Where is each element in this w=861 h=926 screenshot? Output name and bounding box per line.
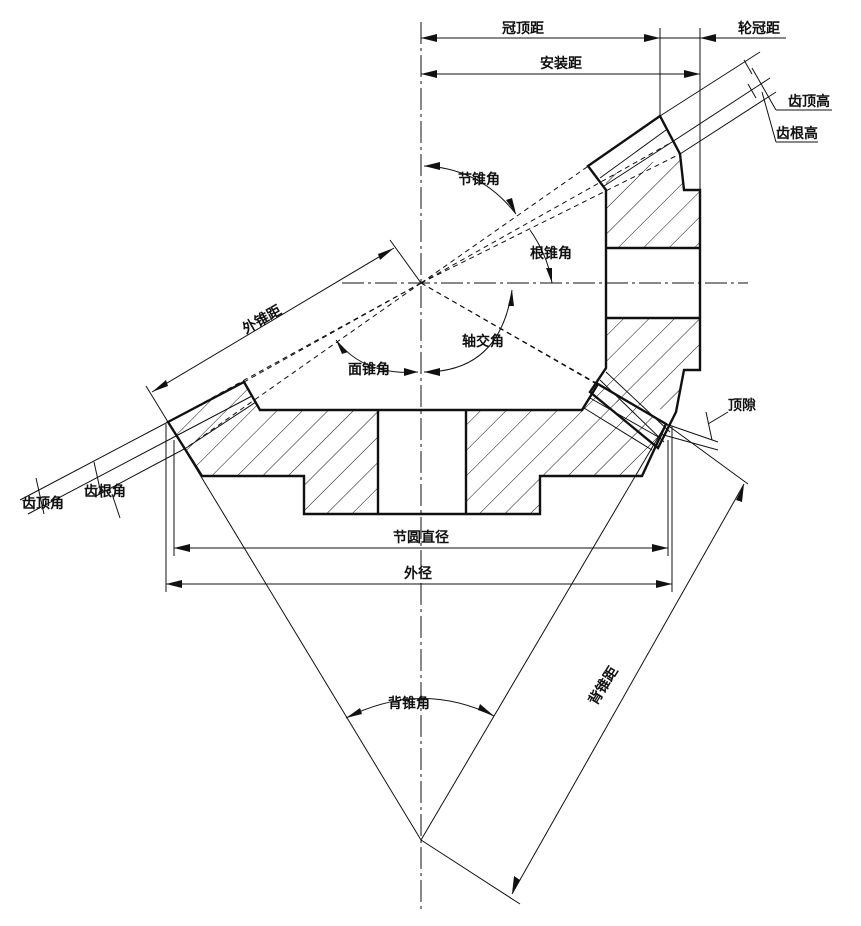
upper-tooth-line-bottom (599, 379, 665, 443)
label-hub-to-crown: 轮冠距 (738, 20, 780, 37)
back-cone-right (420, 423, 667, 841)
label-face-cone-angle: 面锥角 (348, 361, 390, 378)
center-lines (342, 22, 748, 912)
upper-gear-top-hatch (606, 154, 700, 248)
label-dedendum-angle: 齿根角 (84, 483, 126, 500)
label-root-cone-angle: 根锥角 (530, 245, 572, 262)
cone-distance-dim (151, 247, 395, 393)
label-cone-distance: 外锥距 (240, 302, 285, 338)
label-outside-diameter: 外径 (404, 565, 432, 582)
lower-gear-outline (166, 380, 668, 516)
cone-lines (19, 51, 777, 515)
label-addendum-angle: 齿顶角 (22, 495, 64, 512)
angle-arcs (35, 162, 729, 519)
back-cone-angle-arc (345, 698, 495, 719)
back-cone-ext (420, 839, 521, 905)
shaft-angle-arc (423, 289, 513, 373)
upper-tooth-root-bottom (605, 371, 671, 433)
dedendum-leader (761, 91, 777, 143)
back-cone-distance-dim (511, 483, 745, 895)
cone-dist-ext-outer (145, 385, 169, 423)
addendum-angle-ext-1 (19, 421, 169, 501)
addendum-ext-2 (671, 77, 771, 143)
label-shaft-angle: 轴交角 (462, 333, 504, 350)
back-cone-dist-ext-top (665, 423, 749, 485)
lower-gear (166, 380, 668, 516)
root-cone-line-left (185, 282, 422, 449)
labels: 冠顶距 轮冠距 安装距 齿顶高 齿根高 节锥角 根锥角 外锥距 面锥角 轴交角 … (22, 20, 830, 712)
cone-distance-dimension (145, 239, 422, 423)
root-cone-line-lower (420, 282, 599, 385)
label-mounting-distance: 安装距 (540, 55, 582, 72)
lower-gear-right-hatch (466, 384, 666, 514)
back-cone-angle-arrow-r (478, 704, 494, 716)
pitch-cone-line-upper (420, 141, 673, 284)
back-cone-left (167, 421, 422, 841)
root-cone-line-upper (420, 153, 681, 284)
root-cone-line-left-b (243, 282, 422, 383)
label-back-cone-distance: 背锥距 (585, 663, 622, 708)
label-crown-to-apex: 冠顶距 (502, 21, 544, 37)
dedendum-angle-tick (93, 461, 103, 499)
face-cone-line-left (167, 282, 422, 423)
label-addendum: 齿顶高 (788, 93, 830, 110)
label-back-cone-angle: 背锥角 (388, 695, 430, 712)
back-cone-arrow-bottom (512, 876, 520, 894)
upper-gear-bottom-hatch (606, 318, 700, 412)
addendum-leader (751, 67, 777, 111)
label-dedendum: 齿根高 (776, 125, 818, 142)
upper-tooth-line-top (599, 129, 667, 179)
dedendum-ext (679, 91, 777, 155)
clearance-ext-1 (665, 423, 719, 443)
clearance-ext-2 (659, 433, 719, 451)
dedendum-angle-ext (95, 447, 187, 497)
addendum-angle-tick (35, 477, 45, 515)
cone-dist-ext-apex (389, 239, 422, 284)
lower-tooth-line-right (589, 397, 661, 439)
label-pitch-diameter: 节圆直径 (393, 529, 449, 546)
back-cone-angle-arrow-l (346, 708, 362, 718)
addendum-angle-ext-2 (27, 435, 177, 515)
bottom-dimensions (165, 424, 673, 592)
face-cone-line-upper (420, 115, 661, 284)
label-clearance: 顶隙 (728, 397, 756, 414)
label-pitch-cone-angle: 节锥角 (458, 171, 500, 188)
top-dimensions (421, 28, 832, 190)
back-cone (167, 421, 749, 905)
lower-tooth-line-left (175, 395, 253, 437)
lower-gear-left-hatch (168, 382, 378, 514)
lower-tooth-root-right (583, 407, 653, 451)
addendum-ext-1 (659, 51, 761, 117)
clearance-tick (705, 411, 713, 441)
back-cone-arrow-top (736, 484, 744, 502)
upper-tooth-root-top (603, 141, 673, 187)
